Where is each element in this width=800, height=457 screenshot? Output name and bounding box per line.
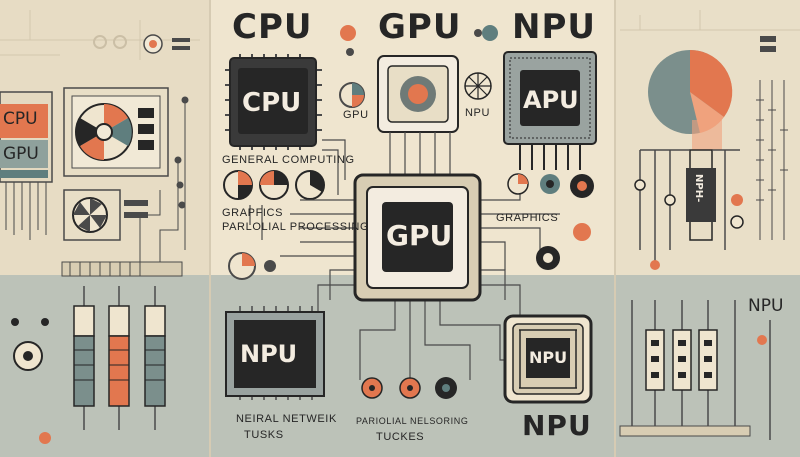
nph-vertical-label: NPH- [693,174,704,203]
gpu-center-chip-label: GPU [386,219,453,252]
cpu-chip [225,54,322,150]
npu-left-chip [225,306,325,400]
apu-chip-label: APU [523,86,579,114]
header-dot-orange [340,25,356,41]
gpu-traces [249,132,560,380]
npu-right-chip-label: NPU [529,348,568,367]
sliders-panel [619,300,771,440]
graphics-icons-right [507,173,594,270]
general-computing-icons [223,170,325,200]
parallel-tasks-sub-label: TUCKES [376,431,425,443]
parallel-processing-label: PARLOLIAL PROCESSING [222,221,370,233]
graphics-left-label: GRAPFICS [222,207,284,219]
gpu-small-icon [339,82,365,108]
title-npu: NPU [512,7,596,47]
npu-right-side-label: NPU [748,296,784,316]
npu-bottom-label: NPU [522,409,592,442]
npu-right-chip [503,314,593,404]
parallel-tasks-icons [361,377,457,399]
general-computing-label: GENERAL COMPUTING [222,154,355,166]
small-fan [63,189,148,241]
header-dot-teal [482,25,498,41]
title-gpu: GPU [378,7,462,47]
npu-small-label: NPU [465,107,491,119]
left-tag-panel [0,91,53,240]
neural-network-label: NEIRAL NETWEIK [236,413,337,425]
right-scales [756,80,788,240]
graphics-right-label: GRAPHICS [496,212,559,224]
pie-chart-graphic [648,36,776,150]
cpu-chip-label: CPU [242,88,302,118]
fan-module [63,87,169,177]
gpu-small-label: GPU [343,109,369,121]
left-cpu-tag: CPU [3,109,38,129]
gpu-center-chip [353,173,482,302]
cable-columns [11,286,166,444]
gpu-small-chip [377,55,459,133]
apu-chip [503,51,597,170]
gpu-tag-fill [0,140,48,168]
left-gpu-tag: GPU [3,144,39,164]
title-cpu: CPU [232,7,313,47]
npu-small-icon [464,72,492,100]
npu-left-chip-label: NPU [240,340,298,368]
top-left-controls [93,34,190,54]
nph-module [634,149,744,270]
neural-tasks-label: TUSKS [244,429,284,441]
parallel-tasks-label: PARIOLIAL NELSORING [356,416,469,426]
cpu-tag-fill [0,104,48,138]
graphics-dial [228,252,276,280]
